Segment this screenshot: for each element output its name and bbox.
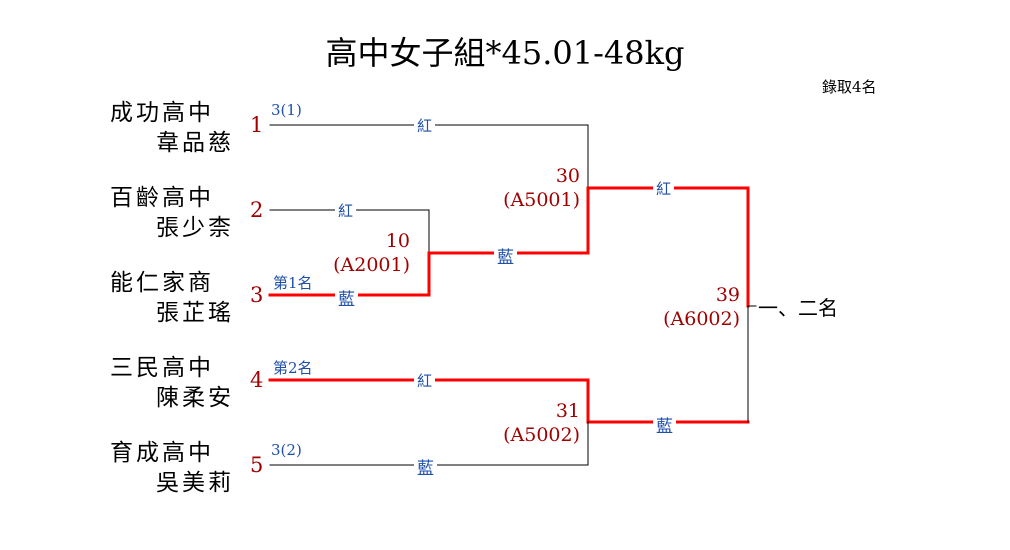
match-39: 39(A6002) <box>663 283 740 331</box>
match-code: (A5002) <box>503 424 580 446</box>
corner-red: 紅 <box>414 115 436 136</box>
seed: 2 <box>250 198 264 222</box>
seed: 3 <box>250 283 264 307</box>
match-31: 31(A5002) <box>503 399 580 447</box>
player-name: 吳美莉 <box>156 470 234 496</box>
result: 3(1) <box>271 101 302 119</box>
page-title: 高中女子組*45.01-48kg <box>325 34 685 72</box>
final-label: 一、二名 <box>758 296 838 320</box>
corner-blue: 藍 <box>653 412 676 437</box>
corner-red: 紅 <box>653 178 675 199</box>
seed: 4 <box>250 368 264 392</box>
school: 成功高中 <box>110 100 214 126</box>
match-30: 30(A5001) <box>503 164 580 212</box>
school: 能仁家商 <box>110 270 214 296</box>
corner-red: 紅 <box>335 200 357 221</box>
result: 3(2) <box>271 441 302 459</box>
match-10: 10(A2001) <box>333 229 410 277</box>
result: 第2名 <box>273 359 313 377</box>
corner-blue: 藍 <box>335 285 358 310</box>
match-no: 30 <box>555 165 580 187</box>
line-p3 <box>268 186 750 308</box>
match-no: 10 <box>385 230 410 252</box>
match-no: 39 <box>715 284 740 306</box>
player-name: 張芷瑤 <box>156 300 234 326</box>
match-code: (A2001) <box>333 254 410 276</box>
match-code: (A6002) <box>663 308 740 330</box>
school: 育成高中 <box>110 440 214 466</box>
match-code: (A5001) <box>503 189 580 211</box>
line-p1 <box>269 124 589 189</box>
qualify-note: 錄取4名 <box>822 78 877 96</box>
seed: 5 <box>250 453 264 477</box>
corner-red: 紅 <box>414 370 436 391</box>
corner-blue: 藍 <box>494 243 517 268</box>
player-name: 韋品慈 <box>156 130 234 156</box>
result: 第1名 <box>273 274 313 292</box>
player-name: 張少柰 <box>156 215 234 241</box>
school: 三民高中 <box>110 355 214 381</box>
corner-blue: 藍 <box>414 454 437 479</box>
match-no: 31 <box>555 400 580 422</box>
school: 百齡高中 <box>110 185 214 211</box>
seed: 1 <box>250 113 264 137</box>
player-name: 陳柔安 <box>156 385 234 411</box>
line-p5 <box>269 421 589 466</box>
line-p2 <box>269 209 430 254</box>
